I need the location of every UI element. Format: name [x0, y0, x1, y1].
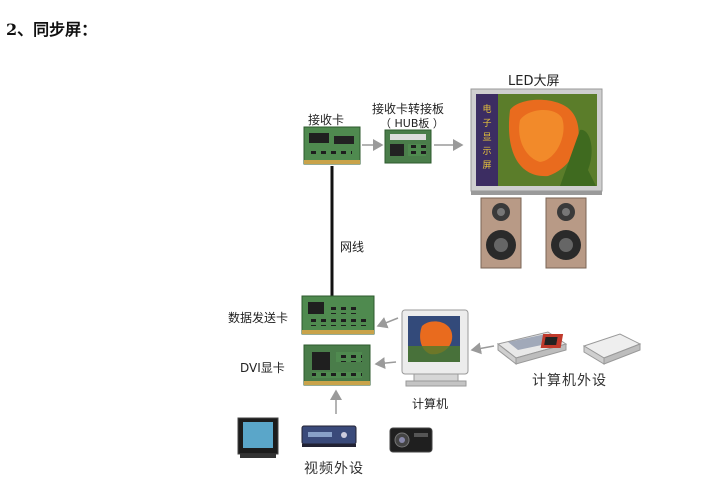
led-panel-char-1: 电 [482, 103, 491, 115]
arrow-computer-to-sender [376, 317, 399, 329]
led-panel-text: 电 子 显 示 屏 [482, 103, 491, 171]
receiver-card-board [303, 126, 361, 165]
hub-board-sublabel: （ HUB板 ） [380, 117, 444, 130]
printer-device [540, 333, 642, 365]
led-big-screen [470, 88, 603, 195]
speaker-right [545, 197, 587, 269]
dvi-card-board [303, 344, 371, 386]
computer-monitor [401, 309, 469, 387]
hub-board [384, 129, 432, 164]
network-cable-label: 网线 [340, 240, 365, 254]
projector-device [389, 427, 433, 453]
section-heading: 2、同步屏： [6, 20, 98, 39]
video-peripherals-label: 视频外设 [304, 461, 364, 477]
speaker-left [480, 197, 522, 269]
led-panel-char-3: 显 [482, 132, 491, 143]
receiver-card-label: 接收卡 [308, 113, 345, 127]
computer-peripherals-label: 计算机外设 [532, 373, 607, 389]
tv-device [237, 417, 279, 458]
hub-board-label: 接收卡转接板 [372, 102, 445, 116]
data-sender-card-label: 数据发送卡 [228, 311, 289, 325]
computer-label: 计算机 [412, 397, 449, 411]
led-panel-char-5: 屏 [482, 160, 491, 171]
led-screen-label: LED大屏 [508, 74, 560, 89]
dvi-card-label: DVI显卡 [240, 361, 285, 375]
led-panel-char-4: 示 [482, 147, 491, 157]
arrow-computer-to-dvi [374, 357, 397, 370]
led-panel-char-2: 子 [482, 118, 491, 129]
arrow-peripherals-to-computer [470, 342, 495, 355]
data-sender-card-board [301, 295, 375, 335]
dvd-player-device [301, 425, 357, 447]
